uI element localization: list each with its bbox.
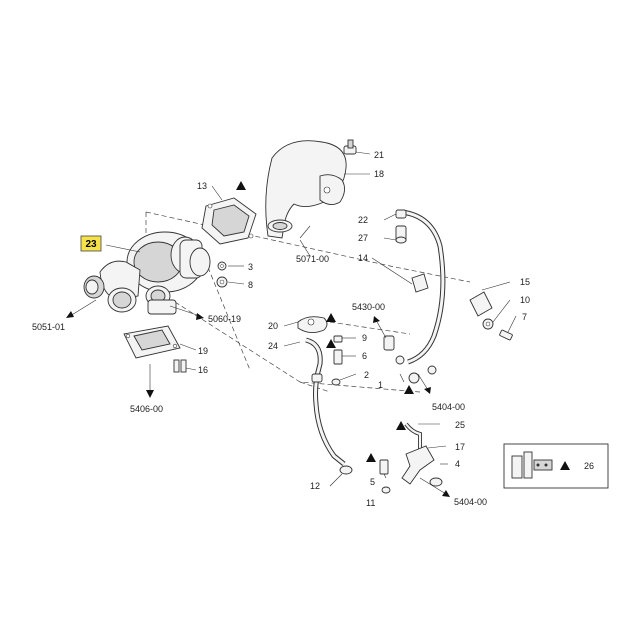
bracket-15[interactable] [469,291,493,317]
group-references: 5051-01 5060-19 5071-00 5406-00 5430-00 … [32,254,487,507]
group-ref-5430-00: 5430-00 [352,302,385,312]
washer-27[interactable] [395,236,407,244]
triangle-marker-5 [366,453,376,462]
svg-text:23: 23 [85,239,97,250]
washer-10[interactable] [482,318,494,330]
triangle-marker-26 [560,461,570,470]
triangle-marker-13 [236,181,246,190]
group-ref-5071-00: 5071-00 [296,254,329,264]
torque-tool-icon [511,451,553,479]
callout-24: 24 [268,341,278,351]
callout-12: 12 [310,481,320,491]
callout-20: 20 [268,321,278,331]
callout-4: 4 [455,459,460,469]
studs-16[interactable] [173,359,187,373]
callout-26: 26 [584,461,594,471]
bolt-5[interactable] [379,459,389,475]
turbocharger-assembly[interactable] [83,231,211,315]
washer-8[interactable] [216,276,228,288]
callout-22: 22 [358,215,368,225]
callout-19: 19 [198,346,208,356]
triangle-marker-24 [326,339,336,348]
triangle-marker-25 [396,421,406,430]
callout-1: 1 [378,380,383,390]
callout-5: 5 [370,477,375,487]
callout-2: 2 [364,370,369,380]
reference-arrows [66,225,450,497]
assembly-dashed-outline [145,211,471,393]
callout-18: 18 [374,169,384,179]
washer-11[interactable] [381,486,391,494]
callout-25: 25 [455,420,465,430]
callout-14: 14 [358,253,368,263]
oil-return-pipe-24[interactable] [305,337,346,466]
triangle-marker-5430 [404,385,414,394]
triangle-marker-20 [326,313,336,322]
callout-6: 6 [362,351,367,361]
callout-16: 16 [198,365,208,375]
group-ref-5060-19: 5060-19 [208,314,241,324]
callout-8: 8 [248,280,253,290]
oil-feed-pipe-14[interactable] [395,209,446,365]
seal-ring-12[interactable] [339,465,353,475]
hose-25[interactable] [404,422,422,452]
bolt-21[interactable] [343,139,371,155]
callout-21: 21 [374,150,384,160]
callout-10: 10 [520,295,530,305]
banjo-fitting-5430[interactable] [383,335,437,384]
callout-7: 7 [522,312,527,322]
group-ref-5404-00-a: 5404-00 [432,402,465,412]
torque-markers [236,181,414,462]
drain-fitting-17[interactable] [401,445,435,485]
callout-15: 15 [520,277,530,287]
gasket-20[interactable] [297,316,328,333]
group-ref-5051-01: 5051-01 [32,322,65,332]
callout-3: 3 [248,262,253,272]
exhaust-elbow-18[interactable] [265,140,347,239]
nut-9[interactable] [333,335,343,343]
seal-ring-4[interactable] [429,477,443,487]
leader-lines [105,173,517,487]
callout-13: 13 [197,181,207,191]
washer-2[interactable] [331,378,341,386]
group-ref-5406-00: 5406-00 [130,404,163,414]
nut-3[interactable] [217,261,227,271]
callout-17: 17 [455,442,465,452]
group-ref-5404-00-b: 5404-00 [454,497,487,507]
gasket-13[interactable] [201,197,257,245]
callout-11: 11 [366,498,375,508]
torque-inset-26[interactable]: 26 [503,443,609,489]
highlighted-callout-23[interactable]: 23 [80,235,102,252]
callout-27: 27 [358,233,368,243]
bolt-7[interactable] [499,329,513,341]
callout-labels: 21 18 13 22 27 14 3 8 15 10 7 20 24 9 6 … [197,150,530,508]
fitting-22[interactable] [395,209,407,219]
flange-gasket-19[interactable] [123,325,181,359]
bolt-6[interactable] [333,349,343,365]
callout-9: 9 [362,333,367,343]
